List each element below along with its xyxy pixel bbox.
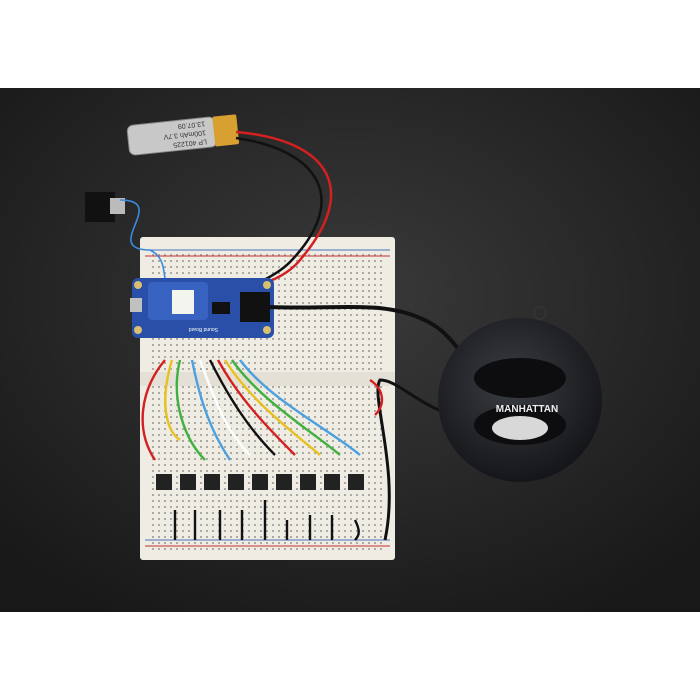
tactile-buttons: [156, 474, 364, 490]
speaker: MANHATTAN: [438, 306, 602, 482]
board-label: Sound Board: [189, 326, 218, 332]
audio-cable: [269, 304, 472, 362]
jumper-wires: [141, 359, 384, 461]
speaker-cable: [376, 378, 471, 541]
battery-label-line-1: LP 401225: [173, 137, 207, 147]
speaker-brand: MANHATTAN: [496, 404, 558, 415]
lipo-battery: LP 401225 100mAh 3.7V 13.07.09: [126, 114, 240, 156]
sound-board: Sound Board: [130, 278, 274, 338]
slide-switch: [85, 192, 125, 222]
battery-label-line-3: 13.07.09: [177, 120, 205, 130]
battery-label-line-2: 100mAh 3.7V: [163, 129, 206, 140]
switch-blue-wires: [119, 199, 171, 291]
ground-wires: [173, 500, 360, 541]
